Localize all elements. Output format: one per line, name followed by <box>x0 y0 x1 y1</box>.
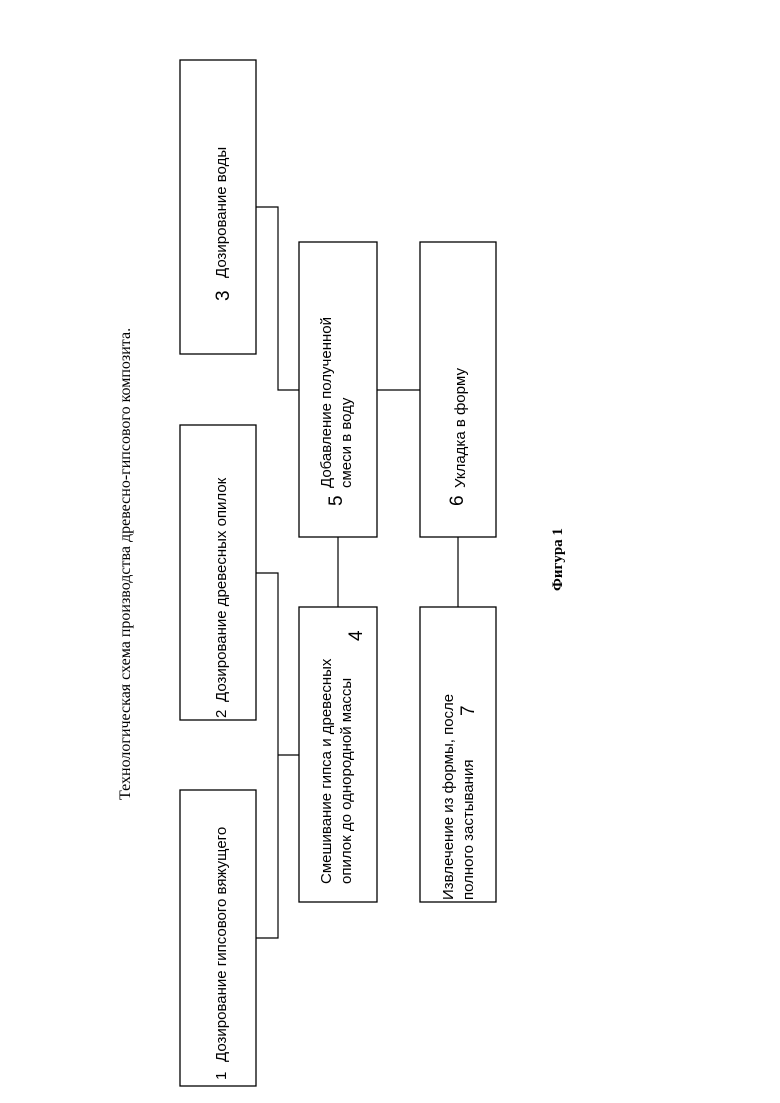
step-5-box <box>299 242 377 537</box>
step-5-label-line1: Добавление полученной <box>318 317 335 488</box>
diagram-title: Технологическая схема производства древе… <box>117 328 134 800</box>
connector-1-2-to-4 <box>256 573 299 938</box>
step-4-label-line1: Смешивание гипса и древесных <box>318 658 335 884</box>
step-7-number: 7 <box>458 705 479 716</box>
step-5-label-line2: смеси в воду <box>338 397 355 488</box>
step-6-label: Укладка в форму <box>452 368 469 488</box>
step-2-number: 2 <box>213 710 230 718</box>
figure-caption: Фигура 1 <box>550 528 566 591</box>
step-4-number: 4 <box>346 630 367 641</box>
step-7-label-line1: Извлечение из формы, после <box>440 694 457 900</box>
step-4-label-line2: опилок до однородной массы <box>338 678 355 884</box>
step-3-label: Дозирование воды <box>213 147 230 278</box>
step-1-label: Дозирование гипсового вяжущего <box>213 827 230 1062</box>
step-5-number: 5 <box>326 495 347 506</box>
step-7-label-line2: полного застывания <box>460 760 477 900</box>
step-3-number: 3 <box>213 290 234 301</box>
connector-3-to-5 <box>256 207 299 390</box>
step-6-number: 6 <box>447 495 468 506</box>
step-1-number: 1 <box>213 1072 230 1080</box>
step-7-box <box>420 607 496 902</box>
step-2-label: Дозирование древесных опилок <box>213 477 230 702</box>
